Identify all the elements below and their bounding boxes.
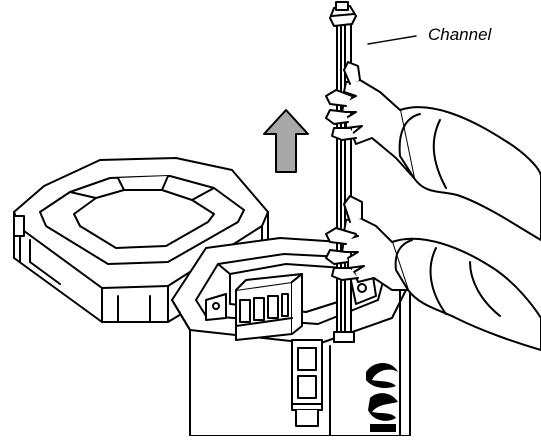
front-latch xyxy=(291,339,323,427)
upper-hand xyxy=(325,61,541,241)
lower-hand xyxy=(325,195,541,351)
channel-leader-line xyxy=(367,35,417,45)
side-decal xyxy=(366,363,398,432)
up-arrow-icon xyxy=(263,109,309,173)
terminal-module xyxy=(235,273,303,341)
channel xyxy=(329,1,357,343)
channel-label: Channel xyxy=(428,25,492,44)
